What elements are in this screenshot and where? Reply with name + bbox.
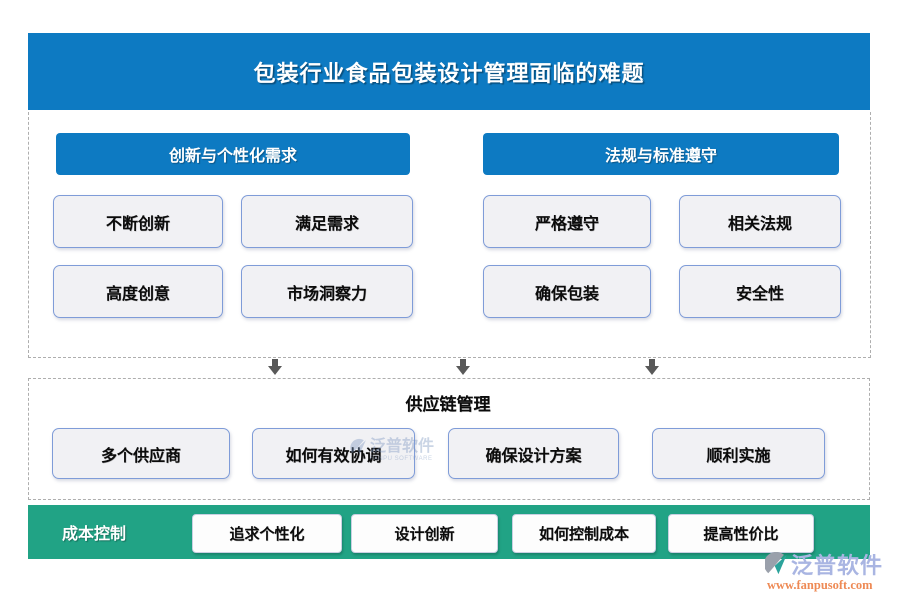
down-arrow-icon — [645, 359, 659, 375]
item-box-label: 如何有效协调 — [285, 447, 382, 465]
item-box: 市场洞察力 — [241, 265, 413, 318]
item-box-label: 严格遵守 — [534, 215, 599, 233]
section-header-regulation: 法规与标准遵守 — [483, 133, 839, 175]
item-box-label: 满足需求 — [294, 215, 359, 233]
item-box-label: 不断创新 — [105, 215, 170, 233]
cost-control-bar: 成本控制 追求个性化 设计创新 如何控制成本 提高性价比 — [28, 505, 870, 559]
item-box: 严格遵守 — [483, 195, 651, 248]
item-box-label: 市场洞察力 — [286, 285, 367, 303]
item-box: 追求个性化 — [192, 514, 342, 553]
item-box: 提高性价比 — [668, 514, 814, 553]
item-box: 满足需求 — [241, 195, 413, 248]
item-box: 设计创新 — [351, 514, 498, 553]
item-box-label: 设计创新 — [394, 526, 455, 543]
item-box: 确保设计方案 — [448, 428, 619, 479]
cost-control-label: 成本控制 — [62, 526, 127, 543]
down-arrow-icon — [268, 359, 282, 375]
brand-url: www.fanpusoft.com — [767, 578, 873, 592]
item-box: 不断创新 — [53, 195, 223, 248]
item-box-label: 追求个性化 — [229, 526, 305, 543]
item-box: 顺利实施 — [652, 428, 825, 479]
item-box: 如何控制成本 — [512, 514, 656, 553]
section-header-label: 创新与个性化需求 — [168, 148, 297, 165]
item-box: 安全性 — [679, 265, 841, 318]
item-box-label: 高度创意 — [105, 285, 170, 303]
section-header-innovation: 创新与个性化需求 — [56, 133, 410, 175]
page-title: 包装行业食品包装设计管理面临的难题 — [253, 60, 645, 86]
item-box: 如何有效协调 — [252, 428, 415, 479]
title-banner: 包装行业食品包装设计管理面临的难题 — [28, 33, 870, 110]
section-header-label: 法规与标准遵守 — [604, 148, 717, 165]
item-box: 相关法规 — [679, 195, 841, 248]
item-box-label: 确保设计方案 — [485, 447, 582, 465]
item-box-label: 如何控制成本 — [538, 526, 629, 543]
watermark-corner: 泛普软件 www.fanpusoft.com — [765, 548, 897, 593]
brand-text: 泛普软件 — [791, 553, 884, 578]
item-box-label: 相关法规 — [727, 215, 792, 233]
top-dashed-container: 创新与个性化需求 法规与标准遵守 不断创新 满足需求 高度创意 市场洞察力 严格… — [28, 112, 871, 358]
down-arrow-icon — [456, 359, 470, 375]
item-box-label: 确保包装 — [534, 285, 599, 303]
item-box: 确保包装 — [483, 265, 651, 318]
middle-section-title: 供应链管理 — [405, 395, 491, 414]
fanpu-logo-icon — [765, 552, 787, 575]
item-box-label: 提高性价比 — [703, 526, 779, 543]
middle-dashed-container — [28, 378, 870, 500]
item-box: 多个供应商 — [52, 428, 230, 479]
item-box-label: 顺利实施 — [706, 447, 771, 465]
item-box-label: 多个供应商 — [100, 447, 181, 465]
item-box-label: 安全性 — [735, 285, 784, 303]
item-box: 高度创意 — [53, 265, 223, 318]
